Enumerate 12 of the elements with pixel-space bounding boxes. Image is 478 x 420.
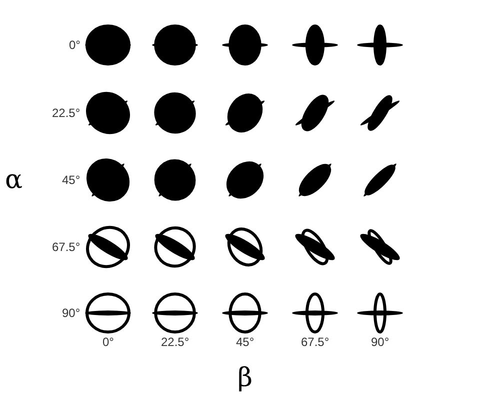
column-label: 22.5° <box>161 335 190 349</box>
row-label: 90° <box>62 306 80 320</box>
row-label: 0° <box>69 38 80 52</box>
column-label: 67.5° <box>301 335 330 349</box>
column-label: 45° <box>236 335 254 349</box>
row-label: 67.5° <box>52 240 80 254</box>
axis-label: α <box>5 165 23 195</box>
column-label: 90° <box>371 335 390 349</box>
axis-label: β <box>238 363 253 393</box>
column-label: 0° <box>102 335 114 349</box>
row-label: 45° <box>62 173 80 187</box>
row-label: 22.5° <box>52 106 80 120</box>
